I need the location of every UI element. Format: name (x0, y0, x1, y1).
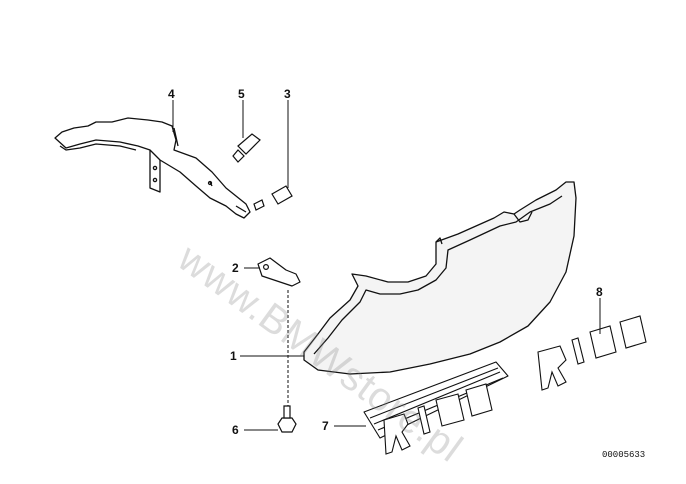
screw-part-6 (277, 405, 297, 433)
badge-lettering-part-7 (383, 383, 493, 455)
small-bracket-part-2 (257, 257, 301, 287)
callout-7: 7 (322, 419, 329, 433)
callout-4: 4 (168, 87, 175, 101)
diagram-code: 00005633 (602, 450, 646, 460)
spacer-part-3 (253, 185, 293, 211)
callout-6: 6 (232, 423, 239, 437)
callout-5: 5 (238, 87, 245, 101)
callout-2: 2 (232, 261, 239, 275)
callout-3: 3 (284, 87, 291, 101)
badge-part-8 (537, 315, 647, 391)
callout-8: 8 (596, 285, 603, 299)
callout-1: 1 (230, 349, 237, 363)
side-fairing-part-1 (303, 181, 577, 375)
bolt-part-5 (232, 133, 261, 163)
callout-leaders (172, 100, 601, 431)
bracket-part-4 (54, 117, 251, 219)
